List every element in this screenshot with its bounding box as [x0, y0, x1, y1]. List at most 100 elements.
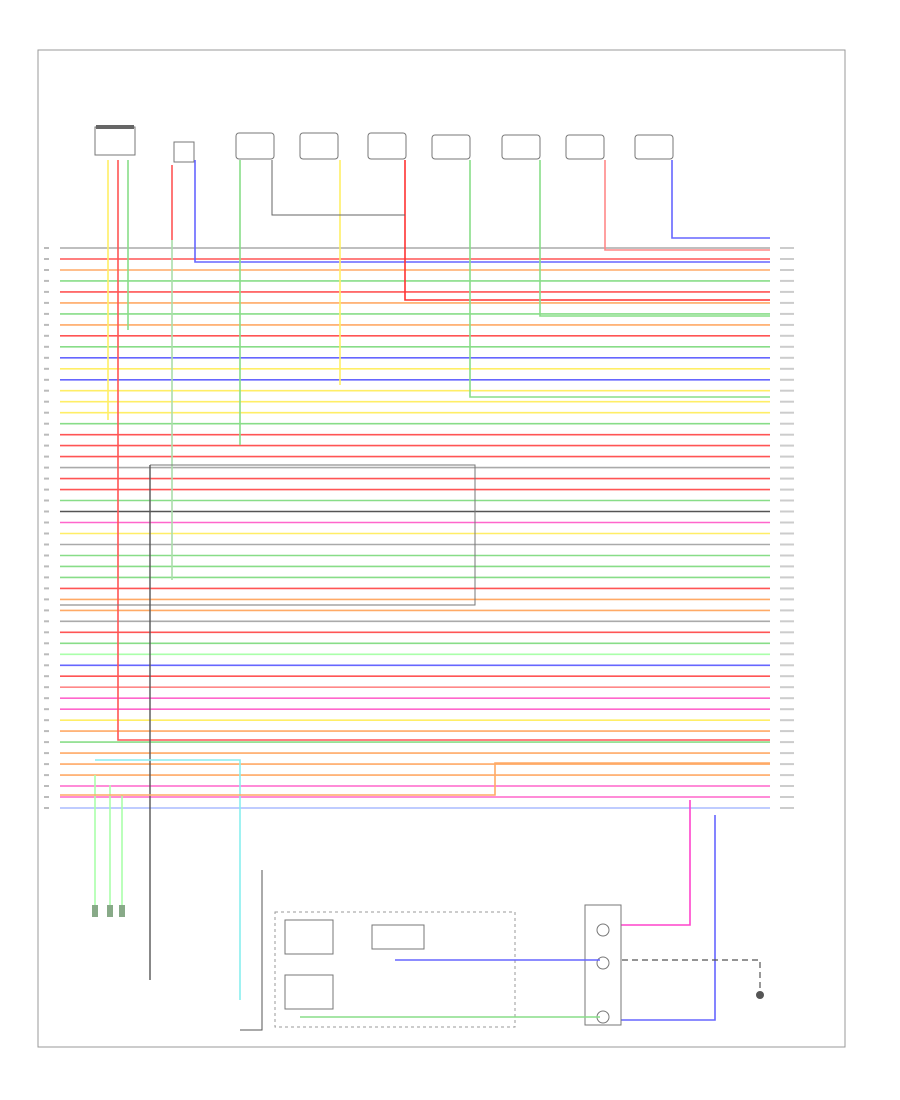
right-pin-mark [780, 477, 794, 480]
right-pin-mark [780, 708, 794, 711]
right-pin-mark [780, 532, 794, 535]
vwire-salmon-1 [604, 160, 770, 251]
left-pin-mark [44, 807, 49, 809]
right-pin-mark [780, 752, 794, 755]
right-pin-mark [780, 356, 794, 359]
horizontal-wires [60, 247, 770, 809]
right-pin-mark [780, 367, 794, 370]
bottom-dash [622, 959, 761, 990]
left-pin-mark [44, 565, 49, 568]
right-pin-mark [780, 620, 794, 623]
bottom-ground-wire [240, 870, 263, 1031]
right-pin-mark [780, 258, 794, 260]
connector-stub-1 [92, 905, 98, 917]
right-pin-mark [780, 664, 794, 667]
left-pin-mark [44, 444, 49, 447]
right-pin-mark [780, 345, 794, 348]
right-pin-mark [780, 554, 794, 557]
right-pin-mark [780, 334, 794, 337]
right-pin-mark [780, 279, 794, 282]
left-pin-mark [44, 301, 49, 304]
vwire-orn-1 [60, 762, 770, 796]
connector-stub-2 [107, 905, 113, 917]
right-pin-mark [780, 466, 794, 469]
right-pin-mark [780, 686, 794, 689]
right-pin-mark [780, 400, 794, 403]
right-pin-mark [780, 378, 794, 381]
diagram-border [37, 49, 846, 1048]
vwire-cyan-1 [95, 759, 241, 1000]
right-pin-mark [780, 433, 794, 436]
solenoid-2 [299, 132, 339, 160]
vwire-pink-1 [600, 800, 691, 926]
lamp-1 [596, 923, 610, 937]
right-pin-mark [780, 444, 794, 447]
left-pin-mark [44, 279, 49, 282]
vertical-wires [60, 160, 770, 1021]
left-pin-mark [44, 389, 49, 392]
right-pin-mark [780, 587, 794, 590]
right-pin-mark [780, 730, 794, 733]
left-pin-mark [44, 488, 49, 491]
left-pin-mark [44, 477, 49, 480]
left-pin-mark [44, 290, 49, 293]
right-pin-mark [780, 642, 794, 645]
left-pin-mark [44, 796, 49, 798]
left-pin-labels [44, 247, 49, 809]
lamp-2 [596, 956, 610, 970]
left-pin-mark [44, 774, 49, 777]
left-pin-mark [44, 543, 49, 546]
right-pin-mark [780, 488, 794, 491]
switch-box [274, 911, 516, 1028]
left-pin-mark [44, 708, 49, 711]
vwire-red-4 [539, 160, 770, 317]
right-pin-mark [780, 247, 794, 249]
left-pin-mark [44, 269, 49, 271]
sensor-connector-2 [173, 141, 195, 163]
ecm-pin-labels [780, 247, 794, 809]
right-pin-mark [780, 653, 794, 656]
right-pin-mark [780, 631, 794, 634]
left-pin-mark [44, 345, 49, 348]
right-pin-mark [780, 422, 794, 425]
left-pin-mark [44, 598, 49, 601]
bottom-components [240, 870, 764, 1031]
vwire-gnd [271, 160, 405, 216]
vwire-red-1 [117, 160, 770, 741]
right-pin-mark [780, 499, 794, 502]
left-pin-mark [44, 521, 49, 524]
solenoid-3 [367, 132, 407, 160]
right-pin-mark [780, 785, 794, 787]
vwire-grn-4 [469, 160, 770, 398]
right-pin-mark [780, 323, 794, 326]
right-pin-mark [780, 455, 794, 458]
solenoid-1 [235, 132, 275, 160]
right-pin-mark [780, 521, 794, 524]
left-pin-mark [44, 411, 49, 414]
left-pin-mark [44, 323, 49, 326]
left-pin-mark [44, 631, 49, 634]
vwire-gry-1 [60, 464, 476, 606]
left-pin-mark [44, 587, 49, 590]
right-pin-mark [780, 697, 794, 700]
right-pin-mark [780, 763, 794, 766]
left-pin-mark [44, 642, 49, 645]
left-pin-mark [44, 609, 49, 612]
shift-solenoid-4 [634, 134, 674, 160]
left-pin-mark [44, 697, 49, 700]
right-pin-mark [780, 510, 794, 513]
left-pin-mark [44, 752, 49, 755]
right-pin-mark [780, 290, 794, 293]
right-pin-mark [780, 543, 794, 546]
right-pin-mark [780, 741, 794, 744]
left-pin-mark [44, 554, 49, 557]
left-pin-mark [44, 499, 49, 502]
relay-2 [284, 974, 334, 1010]
left-pin-mark [44, 741, 49, 744]
left-pin-mark [44, 653, 49, 656]
vwire-blu-3 [620, 815, 716, 1021]
vwire-blu-2 [671, 160, 770, 239]
right-pin-mark [780, 576, 794, 579]
left-pin-mark [44, 356, 49, 359]
